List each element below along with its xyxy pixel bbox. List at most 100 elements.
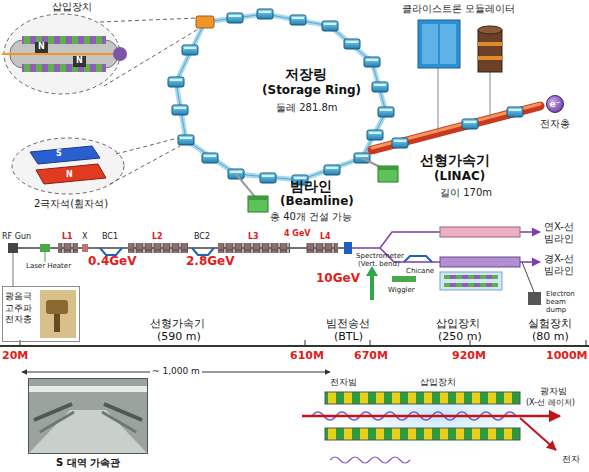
spectrometer-magnet [344, 242, 352, 254]
insertion-device-marker [196, 16, 214, 28]
part-name: Wiggler [388, 286, 415, 294]
photo [40, 290, 76, 338]
ring-pipe [176, 14, 386, 180]
part-name: 삽입장치 [420, 377, 456, 387]
leader-line [45, 252, 46, 262]
ring-magnet [322, 21, 338, 31]
segment-length: (BTL) [334, 331, 363, 344]
cable [490, 72, 491, 118]
part-name: X [82, 232, 87, 241]
part-name: Electron beam dump [546, 290, 586, 314]
section-name: L4 [320, 232, 331, 241]
position-marker: 20M [2, 350, 28, 363]
segment-length: (590 m) [157, 331, 201, 344]
callout-label: 2극자석(휨자석) [34, 198, 108, 210]
part-name: (X-선 레이저) [526, 398, 575, 407]
section-title: 빔라인 [290, 178, 332, 194]
part-name: 전자총 [540, 118, 570, 130]
linac-tube [372, 106, 540, 150]
beamline-hutch [378, 166, 398, 182]
magnet-pole [73, 56, 86, 67]
ring-magnet [227, 13, 243, 23]
dipole-magnet [30, 146, 100, 164]
note: 총 40개 건설 가능 [270, 211, 352, 223]
accelerator-section [306, 243, 338, 253]
klystron-band [478, 56, 502, 60]
tick [586, 340, 587, 346]
ring-magnet [364, 57, 380, 67]
leader-line [110, 146, 180, 184]
magnet-pole-label: N [66, 170, 73, 179]
part-name: 클라이스트론 모듈레이터 [402, 3, 515, 15]
linac-magnet [507, 107, 523, 117]
undulator-schematic [295, 376, 585, 463]
part-name: (Vert. bend) [358, 260, 400, 268]
beamlines [236, 158, 398, 212]
modulator-cabinet [418, 20, 460, 68]
s-band-photo [29, 379, 147, 453]
section-title: 선형가속기 [420, 152, 490, 168]
bunch-compressor [192, 248, 214, 255]
end-cap [113, 47, 127, 61]
leader-line [100, 18, 198, 22]
ring-magnet [372, 82, 388, 92]
insertion-device-callout [2, 14, 200, 94]
tick [20, 340, 21, 346]
beam-line [2, 53, 126, 55]
magnet-row [444, 275, 498, 279]
section-name: L1 [62, 232, 73, 241]
energy-label: 0.4GeV [88, 255, 137, 269]
node-text: e⁻ [547, 96, 563, 112]
accelerator-section [58, 243, 78, 253]
section-title: (Beamline) [280, 195, 354, 209]
part-name: BC2 [194, 232, 210, 241]
position-marker: 610M [290, 350, 324, 363]
section-title: (LINAC) [434, 170, 485, 184]
dimension: 둘레 281.8m [276, 102, 338, 114]
section-name: L3 [248, 232, 259, 241]
dimension: 길이 170m [440, 187, 492, 199]
accelerator-section [128, 243, 188, 253]
beamline-name: 경X-선 빔라인 [544, 253, 588, 276]
energy-label: 10GeV [316, 272, 360, 286]
section-name: L2 [152, 232, 163, 241]
timeline [0, 340, 589, 372]
magnet-row [22, 64, 106, 72]
linac [372, 104, 540, 150]
glow [295, 376, 585, 456]
magnet-row [325, 392, 520, 404]
position-marker: 670M [354, 350, 388, 363]
part-name: BC1 [102, 232, 118, 241]
timeline-axis [0, 345, 589, 347]
photo-detail [54, 314, 60, 332]
photon-beam [302, 415, 560, 418]
part-name: 전자빔 [330, 377, 357, 387]
laser-heater [40, 244, 50, 252]
photo-box: S 대역 가속관 [28, 378, 148, 454]
xfel-undulator-lines [352, 227, 541, 305]
ring-magnet [367, 130, 383, 140]
ring-magnet [172, 105, 188, 115]
magnet-pole [35, 42, 48, 53]
photo-detail [46, 300, 68, 314]
part-name: 전자 [562, 454, 580, 464]
undulator [440, 257, 520, 267]
bunch-compressor [100, 248, 122, 255]
photo-box: 광음극 고주파 전자총 [2, 286, 80, 342]
ring-magnet [260, 173, 276, 183]
segment-length: (250 m) [438, 331, 482, 344]
cabinet-panel [440, 24, 456, 64]
leader-line [13, 253, 14, 286]
beamline-hutch [248, 196, 268, 212]
klystron [478, 26, 502, 34]
energy-label: 4 GeV [284, 229, 311, 238]
part-name: RF Gun [2, 232, 31, 241]
tick [305, 340, 306, 346]
linac-tube [372, 104, 540, 148]
storage-ring [168, 9, 394, 185]
energy-label: 2.8GeV [186, 255, 235, 269]
indicator-arrow [366, 266, 378, 300]
tick [370, 340, 371, 346]
leader-line [116, 138, 178, 154]
node-text: S 대역 가속관 [29, 456, 147, 470]
